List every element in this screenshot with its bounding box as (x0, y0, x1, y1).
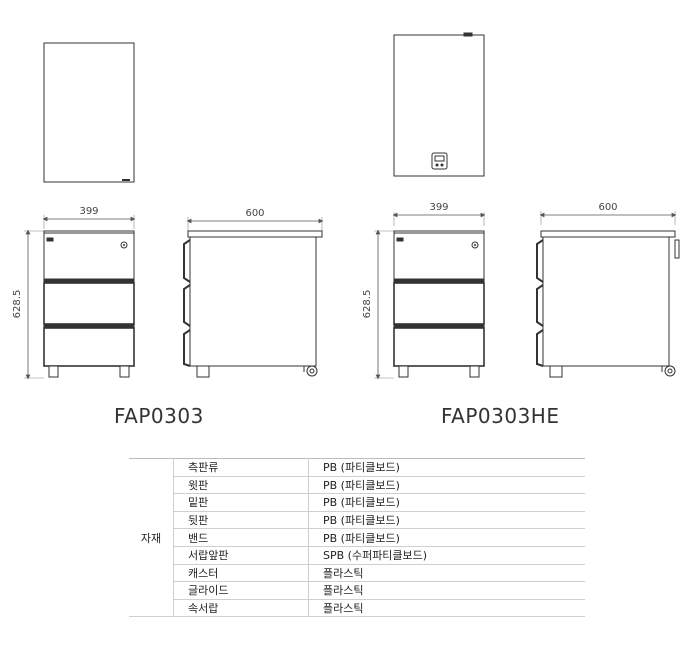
spec-part: 밴드 (173, 528, 309, 547)
spec-part: 속서랍 (173, 598, 309, 618)
spec-material: PB (파티클보드) (308, 458, 585, 477)
model-name-left: FAP0303 (114, 404, 204, 428)
spec-part: 서랍앞판 (173, 545, 309, 565)
left-depth-label: 600 (245, 208, 264, 219)
spec-material: PB (파티클보드) (308, 493, 585, 512)
right-depth-label: 600 (598, 202, 617, 213)
left-top-view (43, 42, 135, 183)
right-top-view (393, 32, 485, 177)
right-width-label: 399 (429, 202, 448, 213)
spec-material: 플라스틱 (308, 563, 585, 583)
right-height-label: 628.5 (362, 290, 373, 319)
spec-part: 밑판 (173, 493, 309, 512)
left-width-label: 399 (79, 206, 98, 217)
spec-material: PB (파티클보드) (308, 528, 585, 547)
spec-material: 플라스틱 (308, 581, 585, 600)
spec-material: PB (파티클보드) (308, 475, 585, 495)
spec-category: 자재 (129, 457, 174, 618)
right-front-view (374, 212, 486, 380)
left-front-view (24, 215, 136, 380)
technical-drawing: 399 600 628.5 399 600 628.5 (12, 32, 680, 380)
left-height-label: 628.5 (12, 290, 23, 319)
left-side-view (183, 217, 324, 378)
spec-part: 뒷판 (173, 510, 309, 530)
spec-part: 측판류 (173, 458, 309, 477)
spec-material: SPB (수퍼파티클보드) (308, 545, 585, 565)
spec-material: PB (파티클보드) (308, 510, 585, 530)
spec-material: 플라스틱 (308, 598, 585, 618)
model-name-right: FAP0303HE (441, 404, 560, 428)
spec-part: 글라이드 (173, 581, 309, 600)
spec-part: 캐스터 (173, 563, 309, 583)
right-side-view (536, 211, 680, 378)
spec-part: 윗판 (173, 475, 309, 495)
